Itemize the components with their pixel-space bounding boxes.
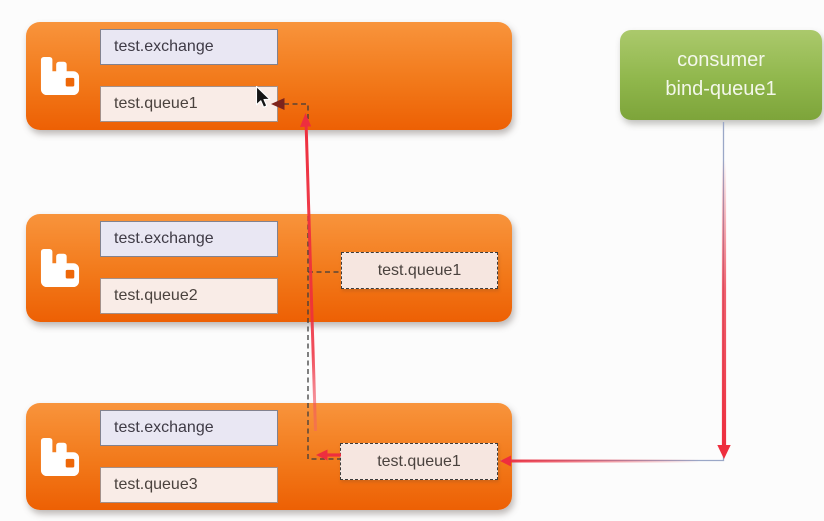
red-down-arrow-head [717, 445, 731, 459]
consumer-line1: consumer [677, 49, 765, 71]
queue-label-2: test.queue2 [100, 278, 278, 314]
rabbitmq-logo-icon [40, 437, 80, 477]
exchange-label-3: test.exchange [100, 410, 278, 446]
consumer-box: consumer bind-queue1 [620, 30, 822, 120]
consumer-connector-line [501, 122, 725, 462]
queue-label-3: test.queue3 [100, 467, 278, 503]
queue-label-1: test.queue1 [100, 86, 278, 122]
exchange-label-2: test.exchange [100, 221, 278, 257]
rabbitmq-logo-icon [40, 248, 80, 288]
rabbitmq-logo-icon [40, 56, 80, 96]
ghost-queue-box-mid: test.queue1 [341, 252, 498, 289]
consumer-line2: bind-queue1 [665, 78, 777, 100]
exchange-label-1: test.exchange [100, 29, 278, 65]
broker-box-1: test.exchange test.queue1 [26, 22, 512, 130]
ghost-queue-box-bottom: test.queue1 [340, 443, 498, 480]
